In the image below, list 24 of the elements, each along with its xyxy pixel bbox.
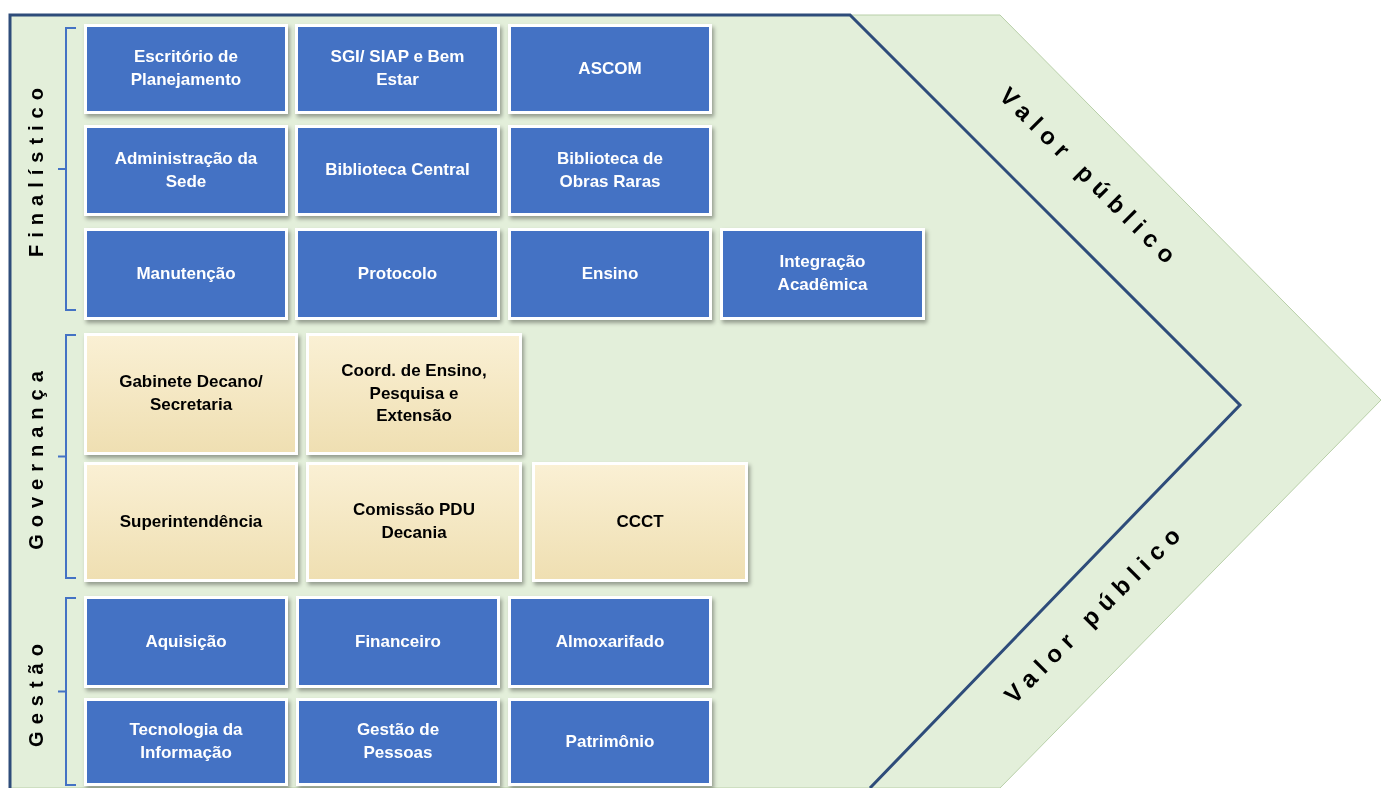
unit-box: Comissão PDU Decania — [306, 462, 522, 582]
unit-box: Integração Acadêmica — [720, 228, 925, 320]
unit-box: Escritório de Planejamento — [84, 24, 288, 114]
group-label: Governança — [24, 363, 48, 550]
unit-box: Protocolo — [295, 228, 500, 320]
group-label: Finalístico — [24, 81, 48, 257]
unit-box: Financeiro — [296, 596, 500, 688]
unit-box: Superintendência — [84, 462, 298, 582]
unit-box: Gabinete Decano/ Secretaria — [84, 333, 298, 455]
unit-box: Administração da Sede — [84, 125, 288, 216]
unit-box: Almoxarifado — [508, 596, 712, 688]
unit-box: Gestão de Pessoas — [296, 698, 500, 786]
unit-box: Manutenção — [84, 228, 288, 320]
unit-box: Biblioteca Central — [295, 125, 500, 216]
unit-box: Ensino — [508, 228, 712, 320]
unit-box: Tecnologia da Informação — [84, 698, 288, 786]
unit-box: SGI/ SIAP e Bem Estar — [295, 24, 500, 114]
unit-box: Aquisição — [84, 596, 288, 688]
unit-box: Patrimônio — [508, 698, 712, 786]
unit-box: Biblioteca de Obras Raras — [508, 125, 712, 216]
unit-box: CCCT — [532, 462, 748, 582]
unit-box: Coord. de Ensino, Pesquisa e Extensão — [306, 333, 522, 455]
group-label: Gestão — [24, 636, 48, 747]
unit-box: ASCOM — [508, 24, 712, 114]
